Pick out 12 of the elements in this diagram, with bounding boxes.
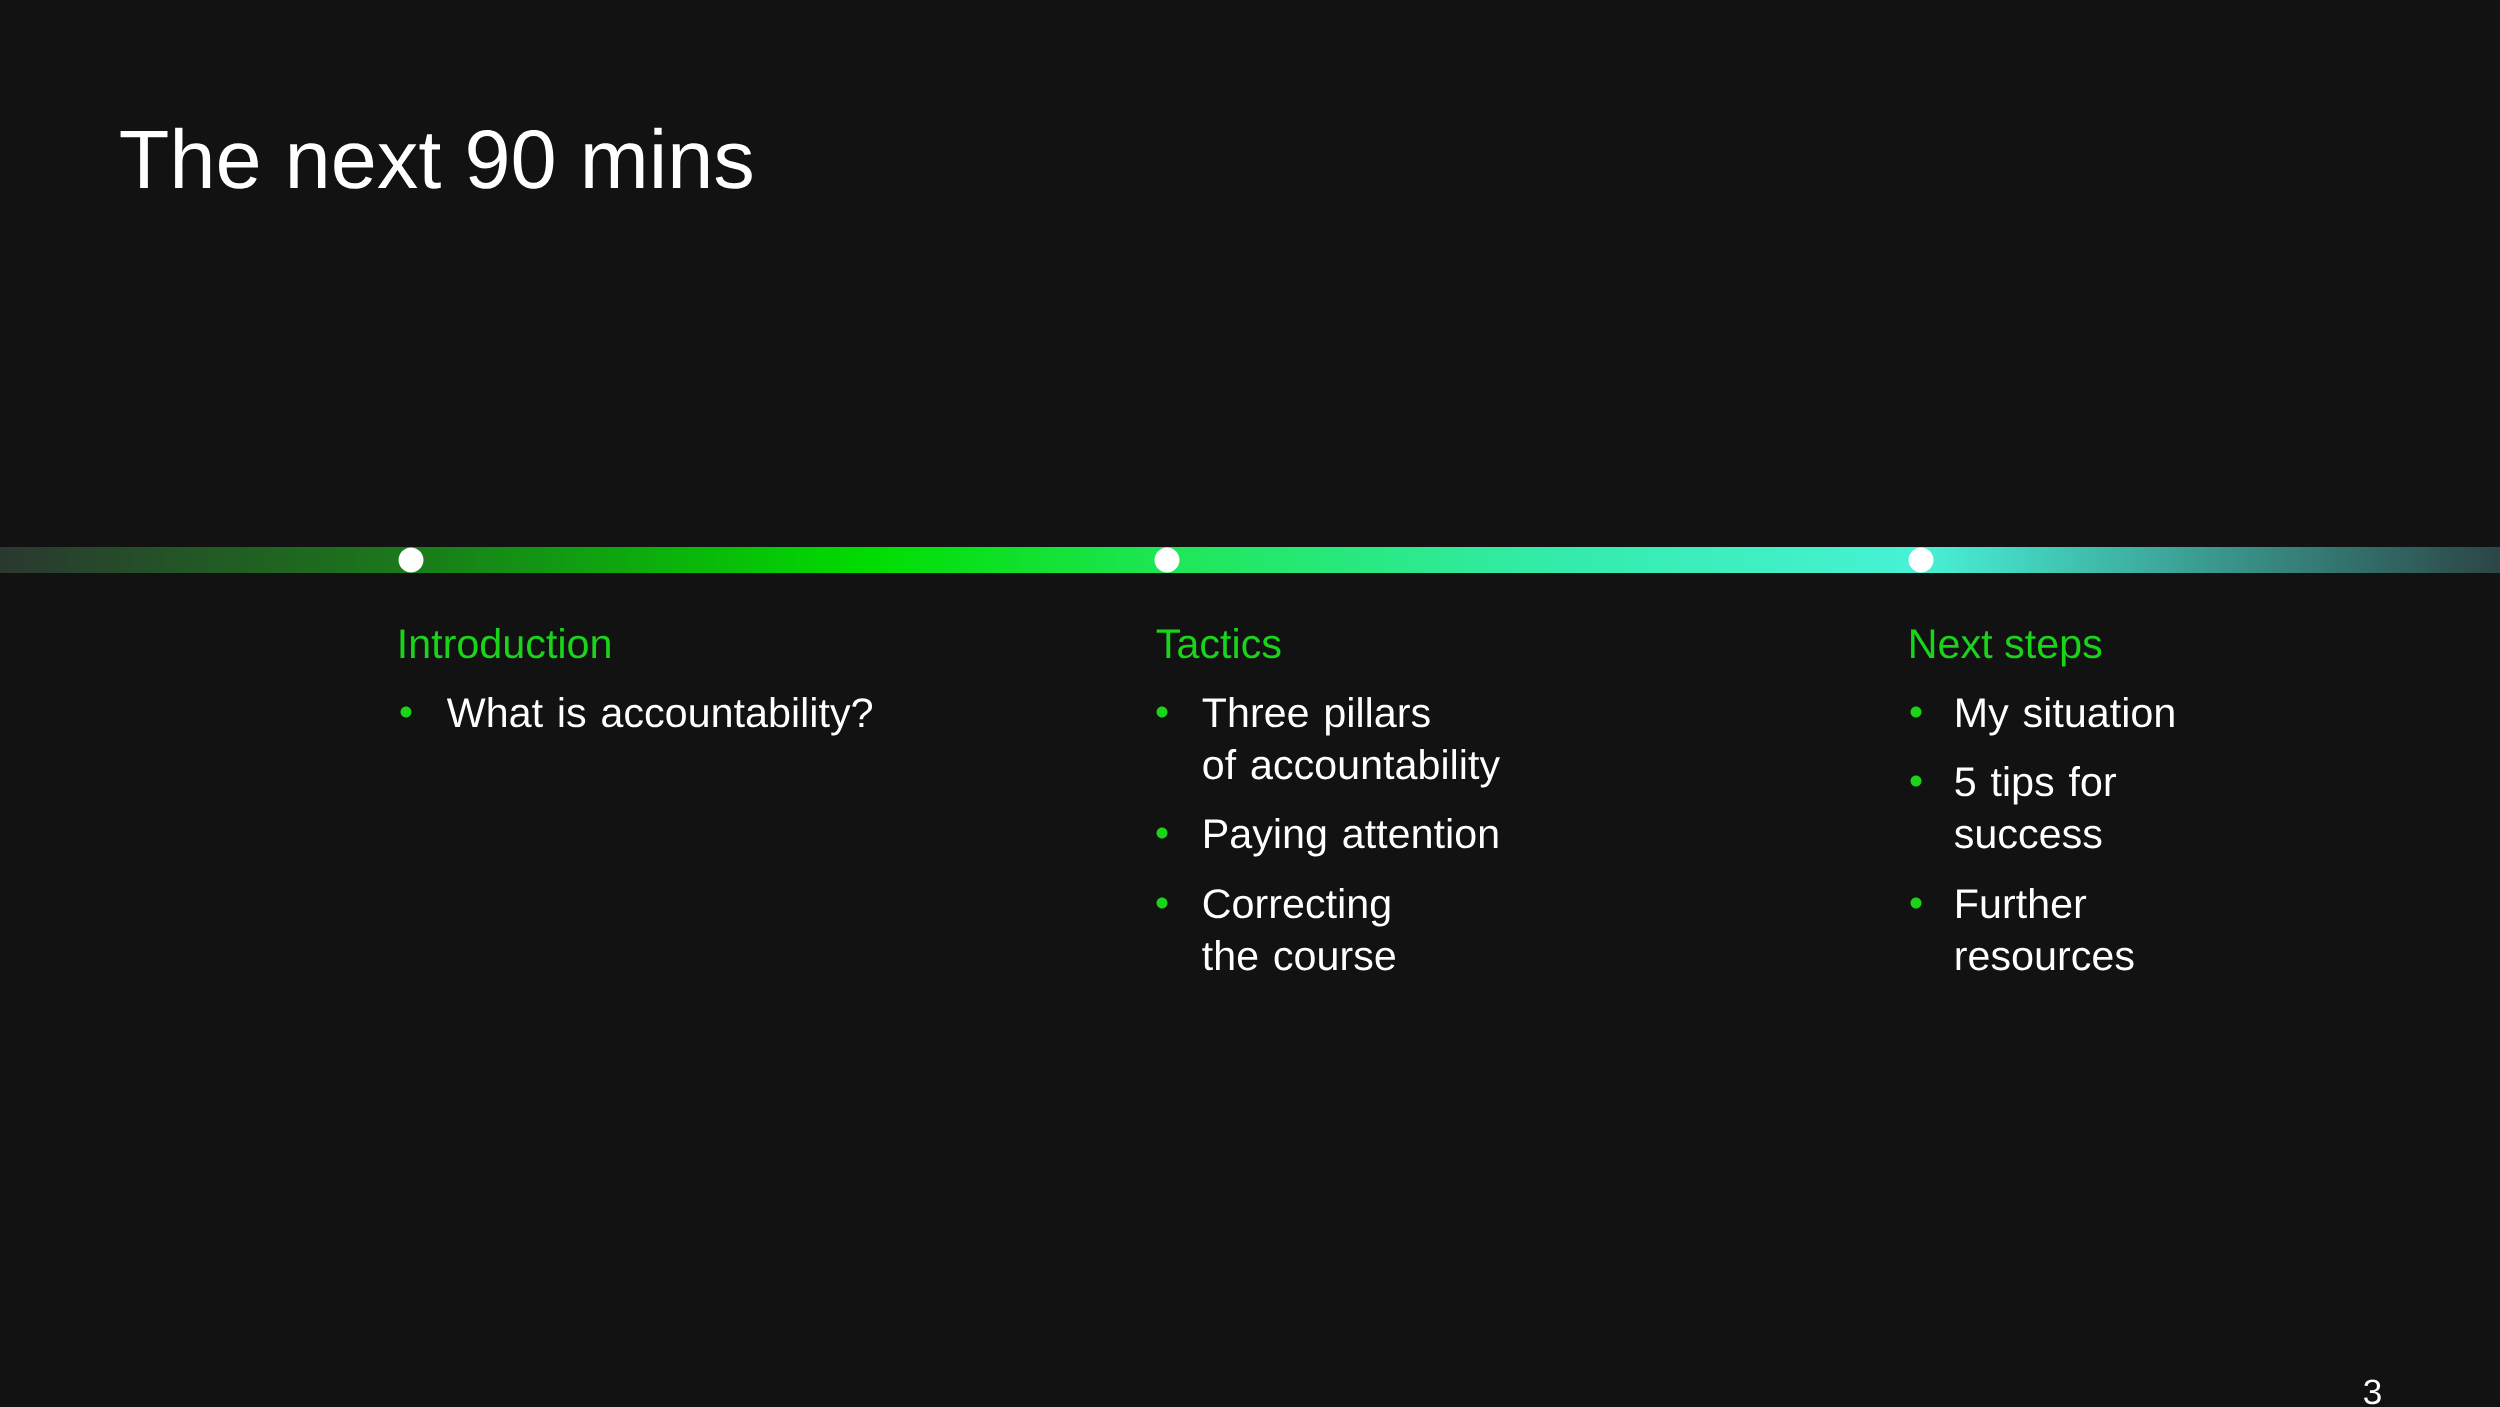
- list-item: Correcting the course: [1202, 888, 1395, 971]
- section-heading: Tactics: [1156, 628, 1281, 659]
- section-heading: Introduction: [400, 628, 610, 659]
- page-number: 3: [2364, 1379, 2381, 1405]
- section-heading: Next steps: [1911, 629, 2102, 667]
- list-item: 5 tips for success: [1954, 766, 2116, 849]
- list-item: Paying attention: [1205, 818, 1498, 857]
- list-item: What is accountability?: [446, 697, 873, 736]
- list-item: My situation: [1957, 697, 2174, 736]
- slide-title: The next 90 mins: [120, 127, 752, 189]
- list-item: Three pillars of accountability: [1202, 697, 1500, 788]
- list-item: Further resources: [1956, 888, 2134, 971]
